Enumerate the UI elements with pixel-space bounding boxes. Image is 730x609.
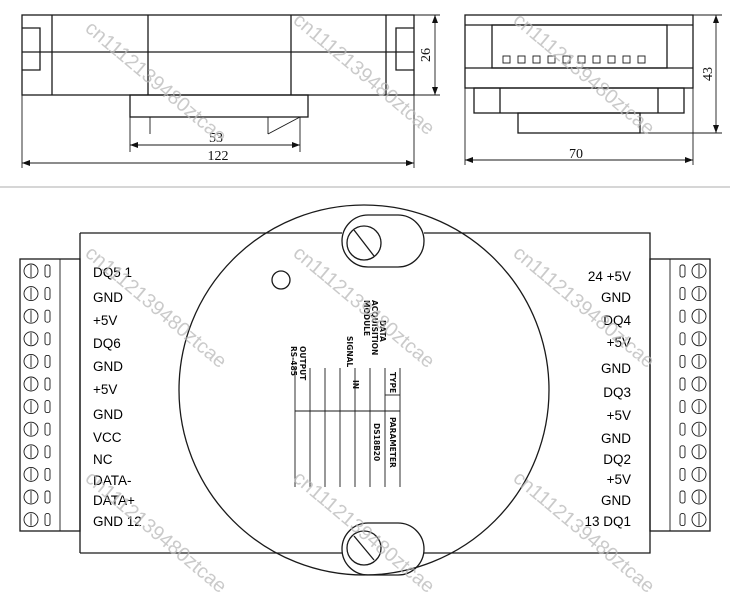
left-pin-label: VCC	[93, 430, 122, 445]
left-pin-label: GND	[93, 407, 123, 422]
terminal-screw	[23, 489, 51, 505]
left-pin-labels: DQ5 1GND+5VDQ6GND+5VGNDVCCNCDATA-DATA+GN…	[93, 265, 142, 529]
terminal-screw	[23, 421, 51, 437]
watermark: cn1112139480ztcae	[81, 17, 231, 148]
terminal-screw	[679, 331, 707, 347]
terminal-screw	[679, 466, 707, 482]
label-table: OUTPUTRS-485 SIGNAL DATAACQUISITIONMODUL…	[289, 300, 401, 487]
right-pin-label: +5V	[607, 472, 631, 487]
terminal-screw	[23, 399, 51, 415]
side-view: 53 122 26	[21, 14, 440, 168]
table-header-type: TYPE	[388, 372, 397, 393]
terminal-screw	[23, 331, 51, 347]
left-pin-label: GND 12	[93, 514, 142, 529]
right-pin-label: +5V	[607, 335, 631, 350]
left-pin-label: GND	[93, 290, 123, 305]
table-value-signal: IN	[351, 380, 360, 389]
right-pin-label: GND	[601, 431, 631, 446]
right-pin-label: 13 DQ1	[584, 514, 631, 529]
table-header-module: DATAACQUISITIONMODULE	[362, 300, 387, 355]
right-pin-label: DQ4	[603, 313, 631, 328]
terminal-screw	[23, 512, 51, 528]
terminal-screw	[23, 466, 51, 482]
watermark: cn1112139480ztcae	[289, 467, 439, 598]
left-pin-label: DQ6	[93, 336, 121, 351]
right-pin-label: GND	[601, 493, 631, 508]
terminal-screw	[23, 286, 51, 302]
left-pin-label: DQ5 1	[93, 265, 132, 280]
watermark-layer: cn1112139480ztcae cn1112139480ztcae cn11…	[81, 9, 659, 598]
left-pin-label: DATA-	[93, 473, 132, 488]
dim-label-53: 53	[209, 131, 223, 146]
terminal-screw	[679, 399, 707, 415]
right-pin-label: 24 +5V	[588, 269, 631, 284]
watermark: cn1112139480ztcae	[509, 242, 659, 373]
right-pin-label: DQ3	[603, 385, 631, 400]
watermark: cn1112139480ztcae	[509, 9, 659, 140]
watermark: cn1112139480ztcae	[289, 9, 439, 140]
dim-label-43: 43	[701, 67, 716, 81]
right-screw-column	[679, 263, 707, 528]
table-header-parameter: PARAMETER	[388, 417, 397, 468]
right-terminal-block	[649, 258, 711, 532]
left-pin-label: NC	[93, 452, 113, 467]
right-pin-labels: 24 +5V GND DQ4 +5V GND DQ3 +5V GND DQ2 +5V GND 13 D…	[584, 269, 631, 529]
terminal-screw	[679, 308, 707, 324]
table-header-output: OUTPUTRS-485	[289, 346, 307, 381]
left-terminal-block	[19, 258, 81, 532]
dim-label-70: 70	[569, 147, 583, 162]
terminal-screw	[679, 489, 707, 505]
top-view: OUTPUTRS-485 SIGNAL DATAACQUISITIONMODUL…	[19, 204, 711, 576]
right-pin-label: GND	[601, 290, 631, 305]
terminal-slots	[502, 55, 646, 64]
terminal-screw	[23, 444, 51, 460]
terminal-screw	[23, 263, 51, 279]
terminal-screw	[23, 376, 51, 392]
watermark: cn1112139480ztcae	[289, 242, 439, 373]
left-pin-label: DATA+	[93, 493, 135, 508]
bottom-screw-boss	[341, 522, 425, 576]
left-pin-label: +5V	[93, 313, 117, 328]
terminal-screw	[679, 444, 707, 460]
table-header-signal: SIGNAL	[345, 336, 354, 367]
terminal-screw	[23, 308, 51, 324]
indicator-led	[271, 270, 291, 290]
right-pin-label: +5V	[607, 408, 631, 423]
terminal-screw	[679, 512, 707, 528]
terminal-screw	[679, 376, 707, 392]
watermark: cn1112139480ztcae	[509, 467, 659, 598]
watermark: cn1112139480ztcae	[81, 467, 231, 598]
watermark: cn1112139480ztcae	[81, 242, 231, 373]
end-view: 70 43	[464, 14, 722, 165]
left-screw-column	[23, 263, 51, 528]
dim-label-122: 122	[208, 149, 229, 164]
left-pin-label: GND	[93, 359, 123, 374]
dim-label-26: 26	[419, 48, 434, 62]
right-pin-label: DQ2	[603, 452, 631, 467]
side-view-base	[129, 94, 309, 118]
top-screw-boss	[341, 214, 425, 268]
table-value-parameter: DS18B20	[372, 423, 381, 461]
left-pin-label: +5V	[93, 382, 117, 397]
terminal-screw	[679, 353, 707, 369]
terminal-screw	[23, 353, 51, 369]
terminal-screw	[679, 421, 707, 437]
terminal-screw	[679, 286, 707, 302]
terminal-screw	[679, 263, 707, 279]
right-pin-label: GND	[601, 361, 631, 376]
